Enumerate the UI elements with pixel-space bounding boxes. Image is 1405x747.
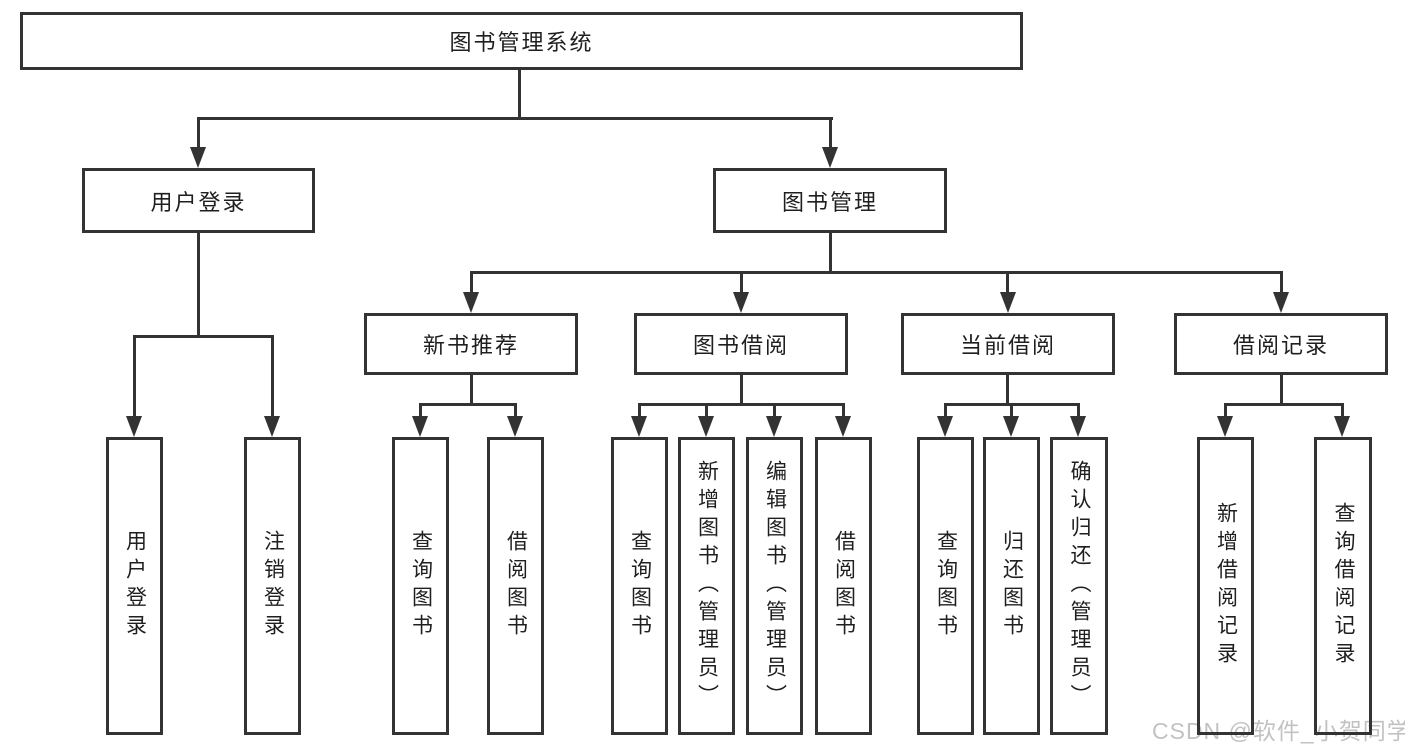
connector-arrow-shaft [197,117,200,150]
connector-arrow-shaft [1224,403,1227,423]
leaf-recommend-query-books-label: 查询图书 [409,530,433,642]
connector-arrow-shaft [773,403,776,423]
connector-user-login-drop [197,233,200,337]
arrowhead-down-icon [1273,292,1289,313]
leaf-recommend-query-books: 查询图书 [392,437,449,735]
leaf-logout: 注销登录 [244,437,301,735]
arrowhead-down-icon [835,416,851,437]
connector-arrow-shaft [271,335,274,419]
connector-arrow-shaft [740,271,743,295]
connector-arrow-shaft [470,271,473,295]
node-book-borrowing: 图书借阅 [634,313,848,375]
connector-recommend-drop [470,375,473,406]
arrowhead-down-icon [190,147,206,168]
connector-arrow-shaft [829,117,832,150]
node-current-borrowing: 当前借阅 [901,313,1115,375]
node-borrowing-records-label: 借阅记录 [1232,333,1329,358]
leaf-return-books-label: 归还图书 [1000,530,1024,642]
node-user-login-label: 用户登录 [150,189,247,215]
arrowhead-down-icon [1334,416,1350,437]
connector-arrow-shaft [514,403,517,423]
connector-arrow-shaft [419,403,422,423]
arrowhead-down-icon [463,292,479,313]
arrowhead-down-icon [507,416,523,437]
connector-arrow-shaft [1341,403,1344,423]
node-book-borrowing-label: 图书借阅 [692,333,789,358]
leaf-logout-label: 注销登录 [261,530,285,642]
leaf-add-borrow-record-label: 新增借阅记录 [1214,502,1238,670]
node-book-management: 图书管理 [713,168,947,233]
arrowhead-down-icon [698,416,714,437]
node-new-book-recommend: 新书推荐 [364,313,578,375]
node-borrowing-records: 借阅记录 [1174,313,1388,375]
connector-records-bar [1224,403,1344,406]
node-new-book-recommend-label: 新书推荐 [422,333,519,358]
arrowhead-down-icon [1217,416,1233,437]
leaf-query-borrow-record: 查询借阅记录 [1314,437,1372,735]
connector-arrow-shaft [705,403,708,423]
connector-root-bar [197,117,833,120]
connector-current-drop [1006,375,1009,406]
leaf-return-books: 归还图书 [983,437,1040,735]
leaf-add-borrow-record: 新增借阅记录 [1197,437,1254,735]
connector-root-drop [518,70,521,120]
node-library-management-system: 图书管理系统 [20,12,1023,70]
connector-borrowing-bar [638,403,845,406]
connector-arrow-shaft [944,403,947,423]
connector-arrow-shaft [842,403,845,423]
arrowhead-down-icon [1000,292,1016,313]
arrowhead-down-icon [631,416,647,437]
leaf-edit-books-admin: 编辑图书（管理员） [746,437,803,735]
arrowhead-down-icon [822,147,838,168]
leaf-confirm-return-admin-label: 确认归还（管理员） [1068,460,1091,712]
connector-arrow-shaft [133,335,136,419]
connector-arrow-shaft [1010,403,1013,423]
connector-recommend-bar [419,403,517,406]
node-book-management-label: 图书管理 [781,189,878,215]
arrowhead-down-icon [412,416,428,437]
leaf-add-books-admin-label: 新增图书（管理员） [695,460,719,712]
leaf-confirm-return-admin: 确认归还（管理员） [1050,437,1108,735]
leaf-current-query-books: 查询图书 [917,437,974,735]
leaf-borrowing-query-books: 查询图书 [611,437,668,735]
connector-records-drop [1280,375,1283,406]
arrowhead-down-icon [1070,416,1086,437]
connector-user-login-bar [133,335,274,338]
arrowhead-down-icon [733,292,749,313]
leaf-borrowing-borrow-books: 借阅图书 [815,437,872,735]
connector-arrow-shaft [638,403,641,423]
leaf-current-query-books-label: 查询图书 [934,530,958,642]
connector-arrow-shaft [1077,403,1080,423]
arrowhead-down-icon [937,416,953,437]
leaf-recommend-borrow-books: 借阅图书 [487,437,544,735]
node-library-management-system-label: 图书管理系统 [449,30,594,55]
leaf-recommend-borrow-books-label: 借阅图书 [504,530,528,642]
leaf-user-login-label: 用户登录 [123,530,147,642]
csdn-watermark: CSDN @软件_小贺同学 [1152,718,1405,744]
connector-arrow-shaft [1280,271,1283,295]
leaf-user-login: 用户登录 [106,437,163,735]
node-user-login: 用户登录 [82,168,315,233]
arrowhead-down-icon [264,416,280,437]
connector-book-management-bar [470,271,1283,274]
arrowhead-down-icon [766,416,782,437]
leaf-add-books-admin: 新增图书（管理员） [678,437,735,735]
arrowhead-down-icon [1003,416,1019,437]
leaf-borrowing-query-books-label: 查询图书 [628,530,652,642]
leaf-borrowing-borrow-books-label: 借阅图书 [832,530,856,642]
node-current-borrowing-label: 当前借阅 [959,333,1056,358]
leaf-query-borrow-record-label: 查询借阅记录 [1332,502,1355,670]
connector-borrowing-drop [740,375,743,406]
arrowhead-down-icon [126,416,142,437]
connector-book-management-drop [829,233,832,274]
connector-arrow-shaft [1006,271,1009,295]
leaf-edit-books-admin-label: 编辑图书（管理员） [763,460,787,712]
